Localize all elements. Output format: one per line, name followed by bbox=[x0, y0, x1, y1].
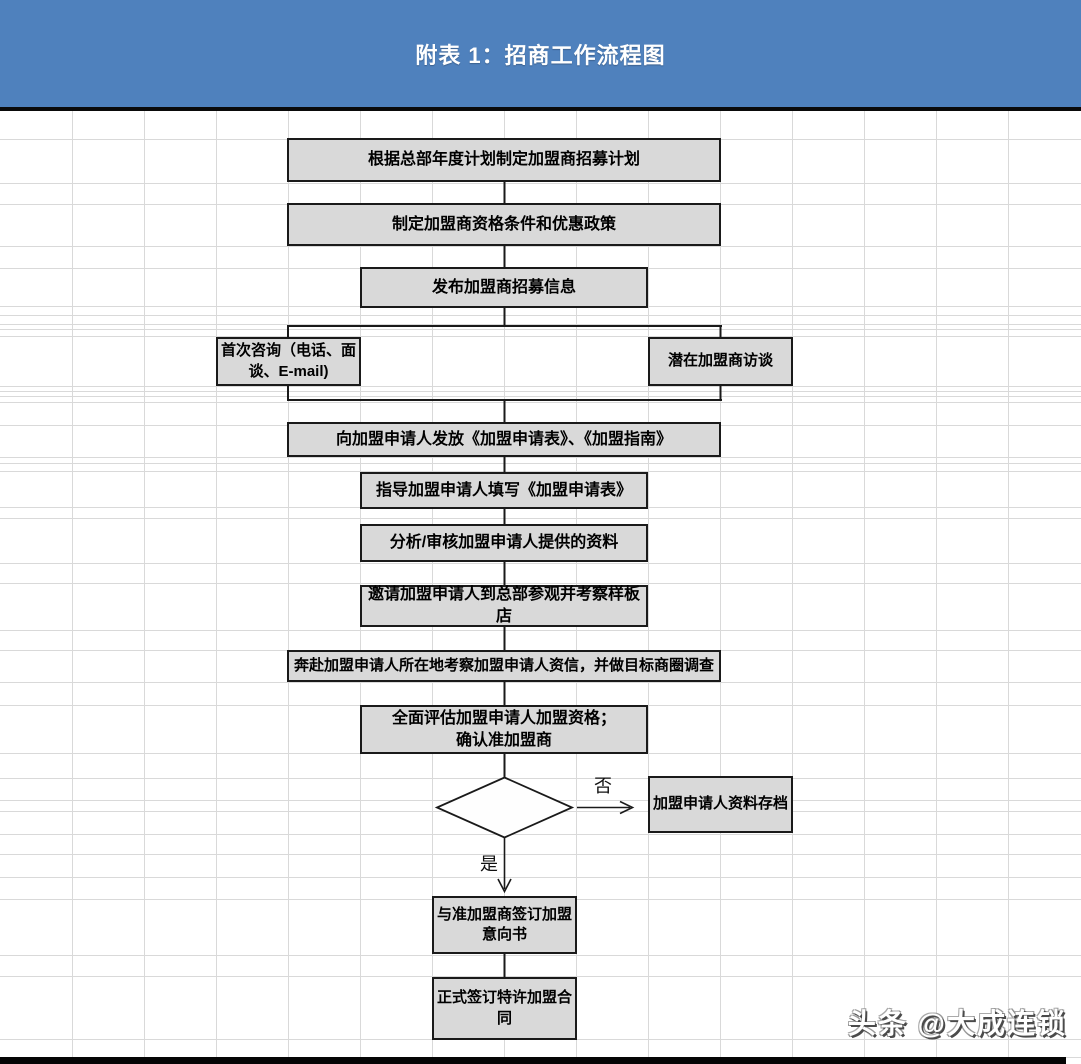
arrow-no-branch bbox=[577, 800, 635, 815]
flow-node-archive-material: 加盟申请人资料存档 bbox=[648, 776, 793, 833]
flow-node-make-recruit-plan: 根据总部年度计划制定加盟商招募计划 bbox=[287, 138, 721, 182]
flow-node-sign-contract: 正式签订特许加盟合 同 bbox=[432, 977, 577, 1040]
flow-node-first-consult: 首次咨询（电话、面 谈、E-mail) bbox=[216, 337, 361, 386]
flow-node-publish-info: 发布加盟商招募信息 bbox=[360, 267, 648, 308]
footer-bar bbox=[0, 1057, 1066, 1064]
flow-node-potential-interview: 潜在加盟商访谈 bbox=[648, 337, 793, 386]
decision-diamond bbox=[434, 776, 575, 839]
banner-underline bbox=[0, 107, 1081, 111]
flow-node-overall-evaluation: 全面评估加盟申请人加盟资格； 确认准加盟商 bbox=[360, 705, 648, 754]
arrow-yes-branch bbox=[497, 837, 512, 894]
watermark: 头条 @大成连锁 bbox=[847, 1008, 1067, 1039]
page-title: 附表 1：招商工作流程图 bbox=[415, 42, 666, 68]
flow-node-analyze-review: 分析/审核加盟申请人提供的资料 bbox=[360, 524, 648, 562]
flow-node-set-qualification: 制定加盟商资格条件和优惠政策 bbox=[287, 203, 721, 246]
flow-node-sign-intent: 与准加盟商签订加盟 意向书 bbox=[432, 896, 577, 954]
title-banner: 附表 1：招商工作流程图 bbox=[0, 0, 1081, 107]
flow-node-guide-fill-form: 指导加盟申请人填写《加盟申请表》 bbox=[360, 472, 648, 509]
flow-node-send-forms: 向加盟申请人发放《加盟申请表》、《加盟指南》 bbox=[287, 422, 721, 457]
flow-node-invite-visit: 邀请加盟申请人到总部参观并考察样板店 bbox=[360, 585, 648, 627]
yes-branch-label: 是 bbox=[480, 854, 498, 874]
no-branch-label: 否 bbox=[594, 776, 612, 796]
flow-node-field-investigation: 奔赴加盟申请人所在地考察加盟申请人资信，并做目标商圈调查 bbox=[287, 650, 721, 682]
